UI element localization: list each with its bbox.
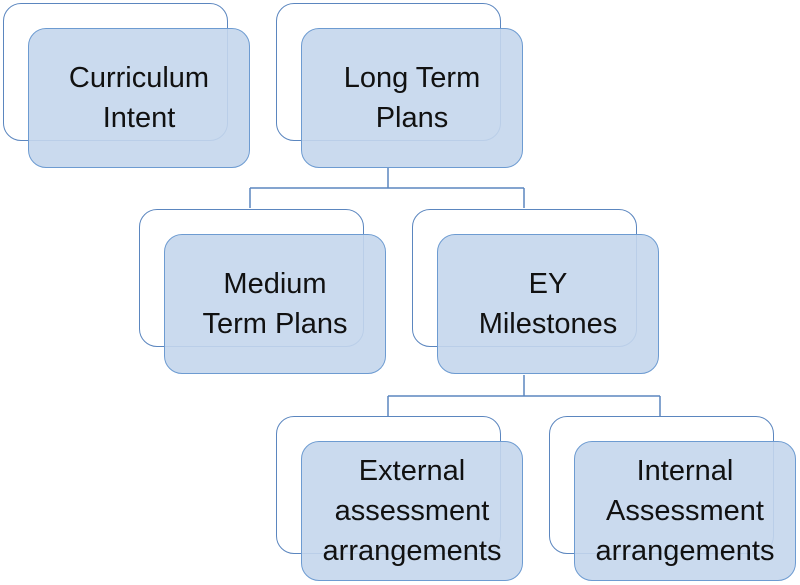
connector-ltp-children (249, 167, 525, 208)
node-long-term-plans: Long Term Plans (276, 3, 523, 168)
node-label-ey-milestones: EY Milestones (478, 268, 618, 340)
node-internal-assessment: Internal Assessment arrangements (549, 416, 796, 581)
node-ey-milestones: EY Milestones (412, 209, 659, 374)
node-curriculum-intent: Curriculum Intent (3, 3, 250, 168)
node-panel: Internal Assessment arrangements (574, 441, 796, 581)
node-label-internal-assessment: Internal Assessment arrangements (595, 455, 775, 567)
node-medium-term-plans: Medium Term Plans (139, 209, 386, 374)
node-external-assessment: External assessment arrangements (276, 416, 523, 581)
node-panel: External assessment arrangements (301, 441, 523, 581)
node-panel: Long Term Plans (301, 28, 523, 168)
node-panel: EY Milestones (437, 234, 659, 374)
node-panel: Medium Term Plans (164, 234, 386, 374)
node-label-medium-term-plans: Medium Term Plans (202, 268, 348, 340)
node-label-external-assessment: External assessment arrangements (322, 455, 502, 567)
node-panel: Curriculum Intent (28, 28, 250, 168)
node-label-long-term-plans: Long Term Plans (343, 62, 481, 134)
node-label-curriculum-intent: Curriculum Intent (68, 62, 210, 134)
connector-ey-children (387, 375, 661, 416)
